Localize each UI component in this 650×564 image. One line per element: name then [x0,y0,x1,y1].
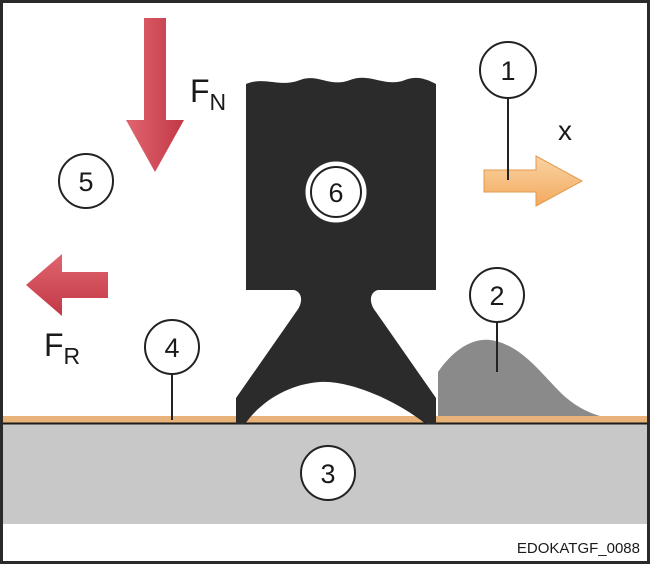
direction-label: x [558,115,572,146]
friction-force-arrow [26,254,108,316]
wiper-body [236,77,436,424]
callout-6-number: 6 [328,178,343,208]
callout-3-circle [300,445,356,501]
callout-6-circle [310,166,362,218]
callout-2-number: 2 [489,281,504,311]
debris-heap [438,339,600,416]
callout-4-circle [144,319,200,375]
image-id-caption: EDOKATGF_0088 [517,540,640,557]
callout-5-circle [58,153,114,209]
callout-1-circle [479,41,537,99]
callout-2-circle [469,267,525,323]
callout-3-number: 3 [320,459,335,489]
normal-force-label: FN [190,73,226,115]
friction-force-label: FR [44,327,80,369]
callout-1-number: 1 [500,56,515,86]
normal-force-arrow [126,18,184,172]
motion-direction-arrow [483,155,584,207]
surface-film [3,416,647,423]
callout-4-number: 4 [164,333,179,363]
callout-5-number: 5 [78,167,93,197]
